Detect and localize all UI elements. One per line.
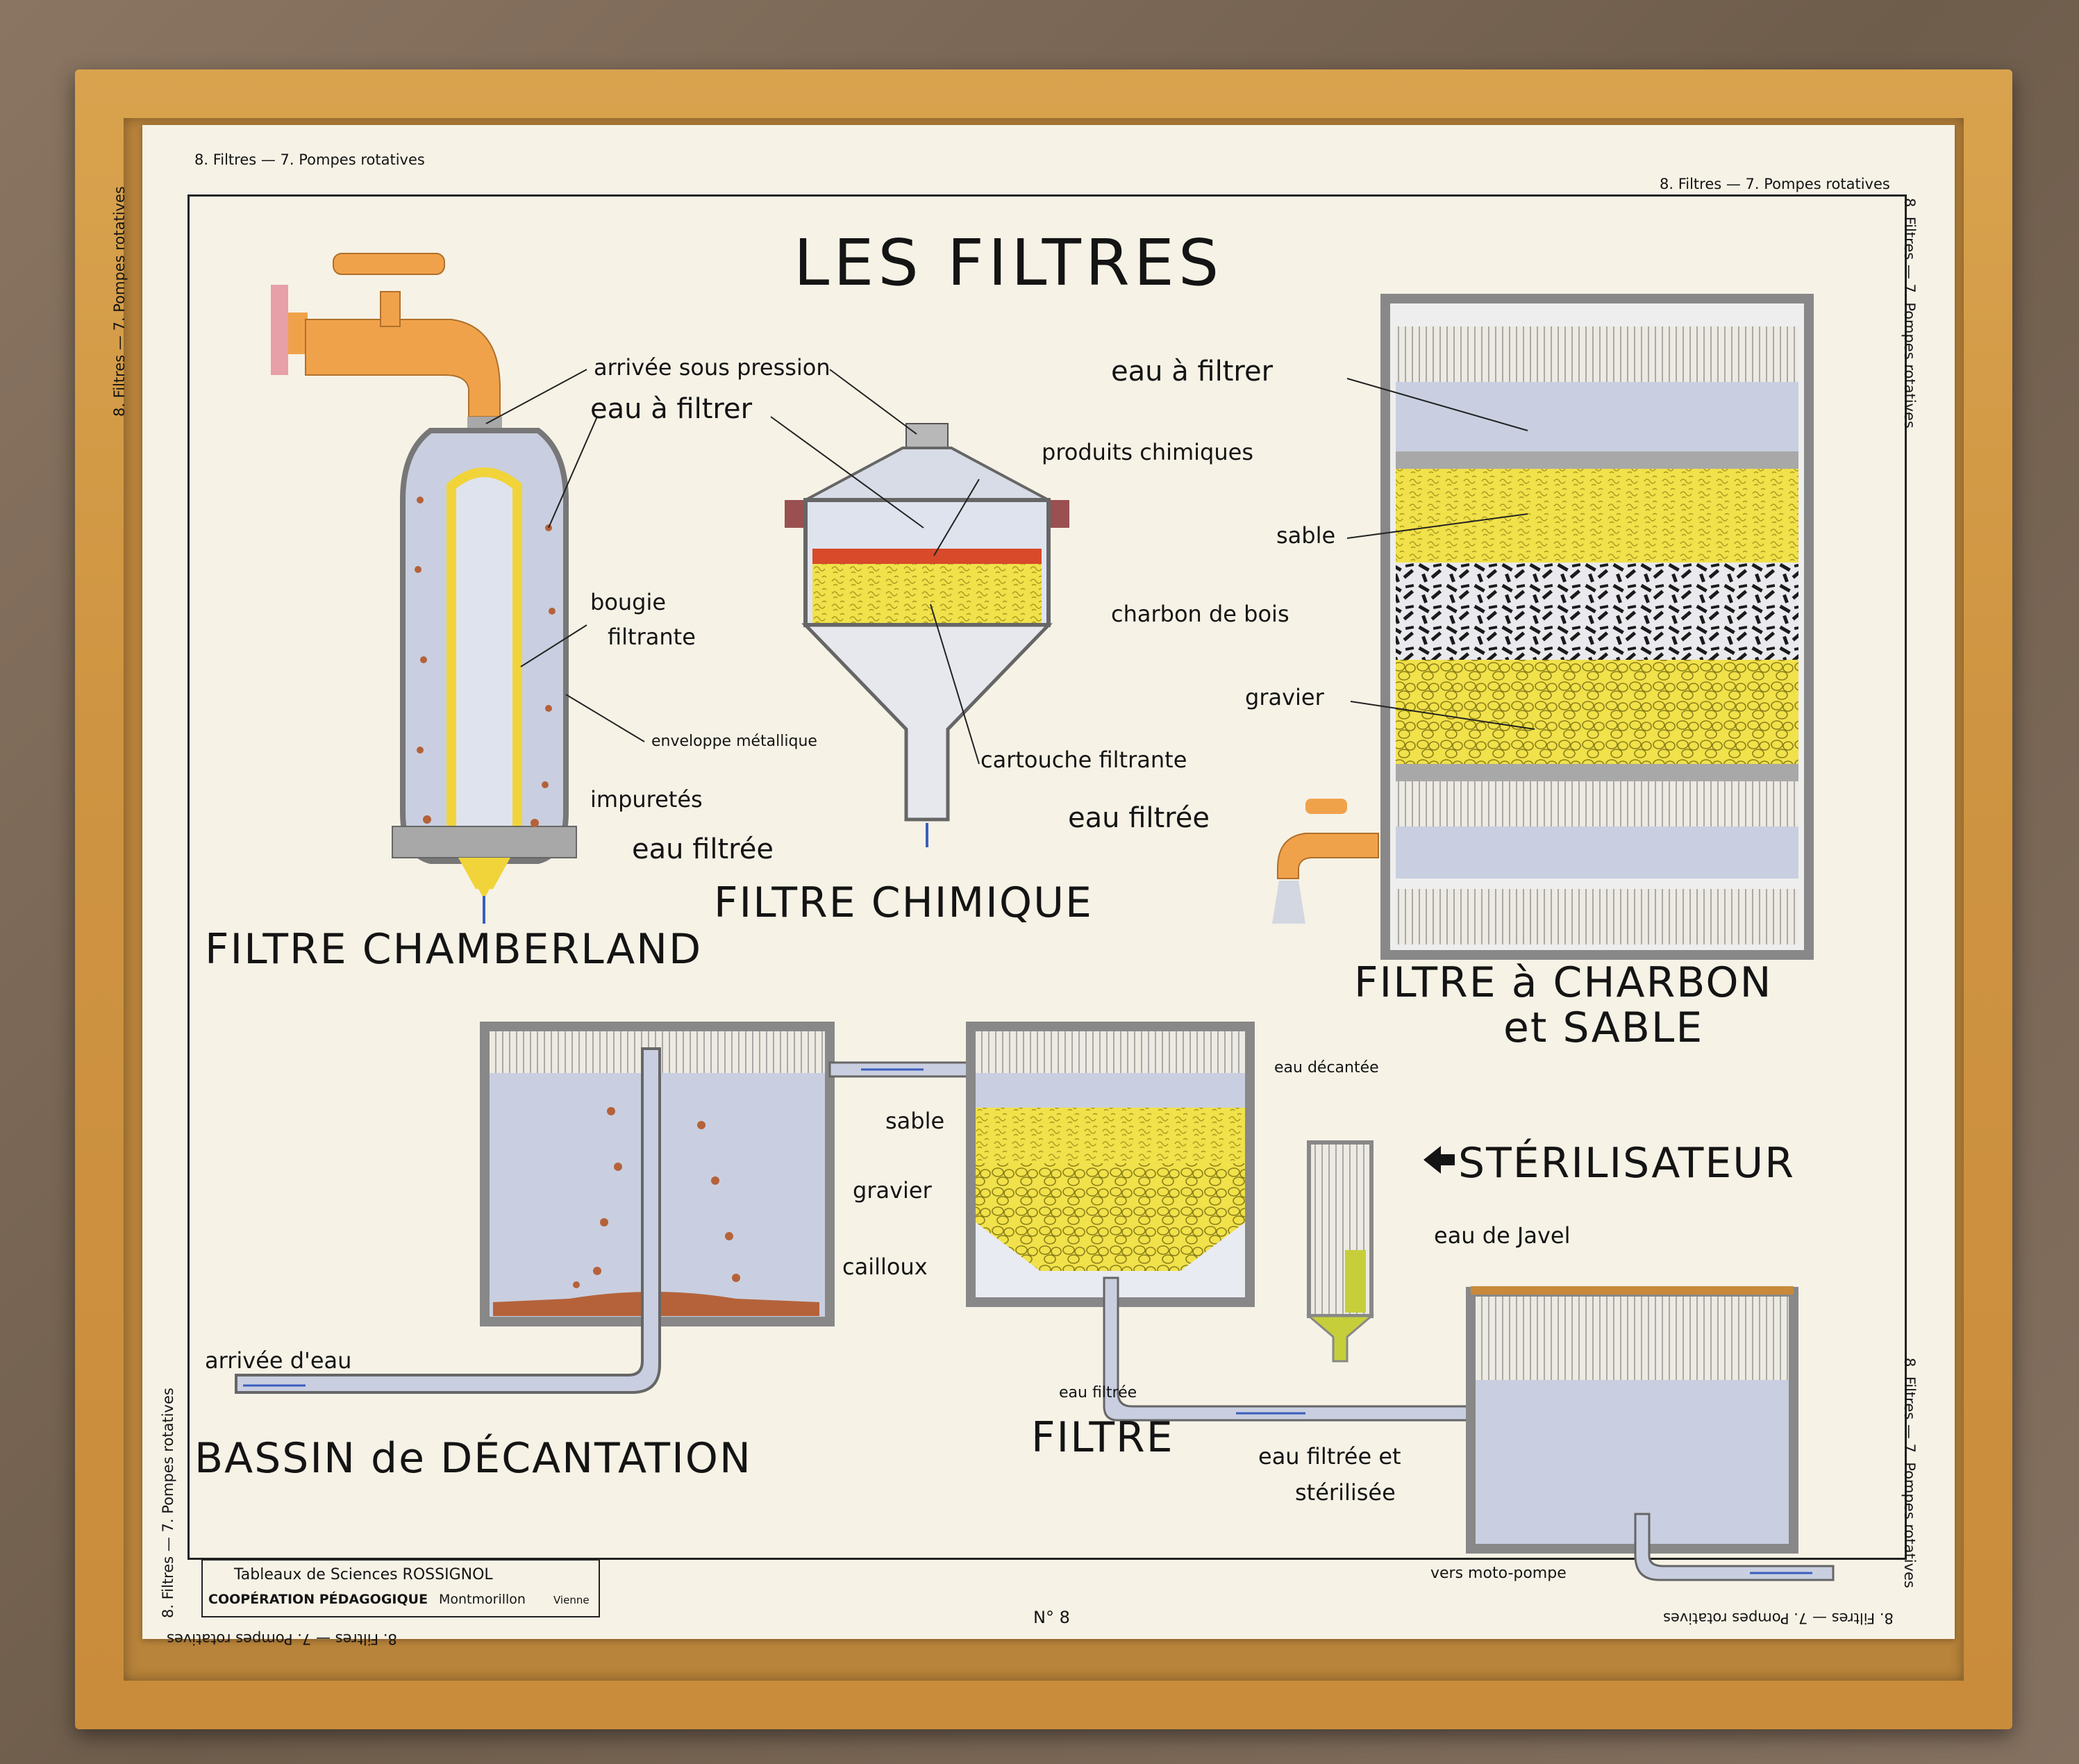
candle-tip <box>458 858 510 889</box>
filter-top-cone <box>805 447 1049 501</box>
label-impuretes: impuretés <box>590 786 703 813</box>
bassin-title: BASSIN de DÉCANTATION <box>194 1434 752 1483</box>
tap-stem <box>380 291 401 327</box>
storage-lid <box>1471 1286 1794 1295</box>
label-charbon-de-bois: charbon de bois <box>1111 601 1289 627</box>
decanted-water <box>976 1073 1245 1108</box>
top-grate <box>1396 451 1798 469</box>
label-eau-filtree-et: eau filtrée et <box>1258 1443 1401 1470</box>
poster-inner-border <box>187 194 1907 1560</box>
chamberland-title: FILTRE CHAMBERLAND <box>205 925 703 974</box>
sterilizer-nozzle <box>1305 1315 1375 1363</box>
page-title: LES FILTRES <box>794 226 1224 300</box>
bottom-grate <box>1396 764 1798 781</box>
filter-funnel <box>801 623 1053 822</box>
label-eau-filtree: eau filtrée <box>632 833 774 865</box>
bottom-hatch <box>1396 889 1798 945</box>
arrow-icon <box>1423 1146 1455 1174</box>
header-right: 8. Filtres — 7. Pompes rotatives <box>1660 176 1890 192</box>
label-bougie: bougie <box>590 589 667 615</box>
sterilizer-drawing <box>1305 1140 1835 1581</box>
label-filtre-gravier: gravier <box>853 1177 932 1204</box>
label-charbon-eau-a-filtrer: eau à filtrer <box>1111 356 1274 388</box>
sand-layer <box>1396 469 1798 563</box>
plate-number: N° 8 <box>1033 1608 1070 1627</box>
filter-cartridge <box>812 564 1042 623</box>
label-filtrante: filtrante <box>608 624 696 650</box>
label-enveloppe: enveloppe métallique <box>651 733 817 750</box>
label-sterilisee: stérilisée <box>1295 1479 1396 1506</box>
sterilisateur-title: STÉRILISATEUR <box>1458 1139 1795 1188</box>
label-eau-de-javel: eau de Javel <box>1434 1222 1571 1249</box>
credit-line-1: Tableaux de Sciences ROSSIGNOL <box>234 1566 493 1583</box>
chemical-layer <box>812 549 1042 564</box>
tap-handle <box>333 253 445 275</box>
chamberland-filter-drawing <box>271 253 577 924</box>
header-left: 8. Filtres — 7. Pompes rotatives <box>194 151 425 168</box>
impurity-dots <box>415 497 556 827</box>
label-charbon-sable: sable <box>1276 522 1336 549</box>
label-charbon-gravier: gravier <box>1245 684 1324 710</box>
label-produits: produits chimiques <box>1042 439 1253 465</box>
filter-hatch <box>976 1031 1245 1073</box>
inlet-nozzle <box>905 423 949 449</box>
label-vers-moto-pompe: vers moto-pompe <box>1430 1565 1567 1582</box>
storage-hatch <box>1476 1297 1789 1380</box>
side-text-right-low: 8. Filtres — 7. Pompes rotatives <box>1901 1358 1918 1588</box>
credit-line-2: COOPÉRATION PÉDAGOGIQUE <box>208 1592 428 1607</box>
outlet-tap-handle <box>1305 799 1347 814</box>
tap-base <box>288 313 308 354</box>
chemical-filter-drawing <box>785 423 1069 847</box>
chimique-title: FILTRE CHIMIQUE <box>714 879 1093 927</box>
inlet-pipe <box>235 1047 661 1394</box>
credit-line-2b: Montmorillon <box>439 1592 526 1607</box>
decantation-basin-drawing <box>235 1022 974 1394</box>
label-charbon-eau-filtree: eau filtrée <box>1068 802 1210 834</box>
filter-sand <box>976 1108 1245 1163</box>
filter-gravel <box>976 1163 1245 1271</box>
label-filtre-cailloux: cailloux <box>842 1254 928 1280</box>
leader-lines <box>485 369 1535 765</box>
wall-flange <box>271 285 288 375</box>
label-eau-a-filtrer: eau à filtrer <box>590 393 753 425</box>
mid-hatch <box>1396 781 1798 826</box>
charbon-title-1: FILTRE à CHARBON <box>1354 958 1773 1007</box>
bottom-inverted-left: 8. Filtres — 7. Pompes rotatives <box>167 1631 397 1647</box>
sand-filter-drawing <box>966 1022 1501 1422</box>
charcoal-sand-filter-drawing <box>1272 294 1814 960</box>
bleach-level <box>1345 1250 1366 1313</box>
pump-pipe <box>1634 1513 1835 1581</box>
gravel-layer <box>1396 660 1798 764</box>
raw-water-zone <box>1396 382 1798 451</box>
top-hatch <box>1396 326 1798 382</box>
bottom-inverted-right: 8. Filtres — 7. Pompes rotatives <box>1663 1610 1894 1626</box>
charcoal-layer <box>1396 563 1798 660</box>
tap-spout <box>305 319 501 417</box>
charbon-title-2: et SABLE <box>1503 1004 1704 1052</box>
label-eau-decantee: eau décantée <box>1274 1059 1379 1076</box>
publisher-credit-box: Tableaux de Sciences ROSSIGNOL COOPÉRATI… <box>201 1559 600 1617</box>
credit-line-2c: Vienne <box>553 1594 590 1606</box>
tap-water-stream <box>1272 881 1305 924</box>
filtre-title: FILTRE <box>1031 1413 1174 1462</box>
side-text-left: 8. Filtres — 7. Pompes rotatives <box>111 186 128 417</box>
label-arrivee-eau: arrivée d'eau <box>205 1347 352 1374</box>
label-cartouche: cartouche filtrante <box>980 747 1187 773</box>
outlet-tap <box>1277 833 1379 879</box>
label-filtre-sable: sable <box>885 1108 945 1134</box>
filter-base-ring <box>392 826 577 858</box>
label-arrivee: arrivée sous pression <box>594 354 830 381</box>
falling-particles <box>573 1107 740 1288</box>
side-text-left-low: 8. Filtres — 7. Pompes rotatives <box>160 1388 176 1618</box>
filtered-water-zone <box>1396 826 1798 879</box>
label-filtre-eau-filtree: eau filtrée <box>1059 1384 1137 1401</box>
side-text-right: 8. Filtres — 7. Pompes rotatives <box>1901 198 1918 428</box>
